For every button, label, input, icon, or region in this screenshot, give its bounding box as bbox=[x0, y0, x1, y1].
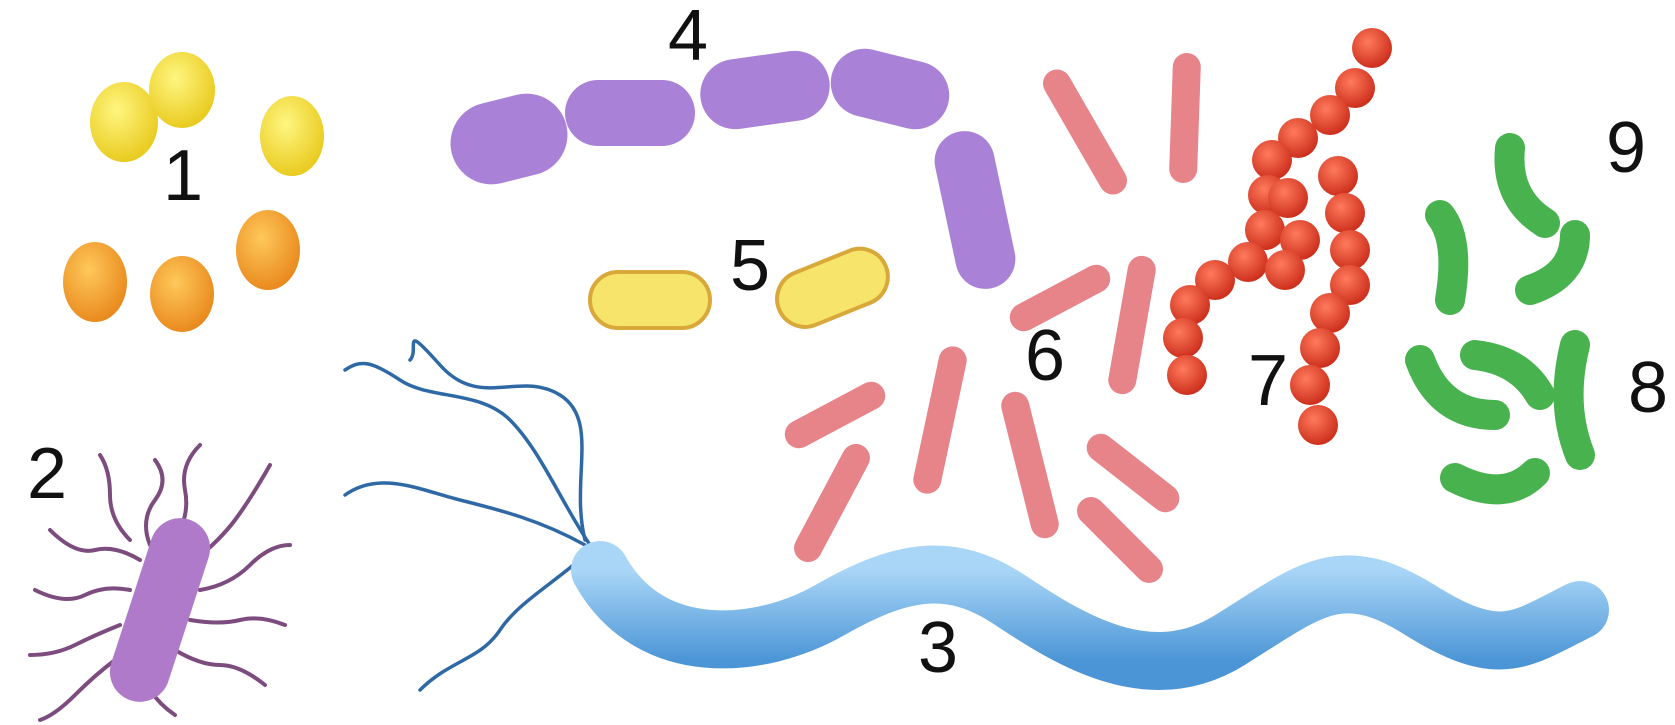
bacillus-body bbox=[102, 510, 218, 709]
coccus-cell bbox=[236, 210, 300, 290]
rod-cell bbox=[1169, 53, 1202, 184]
vibrio-cell bbox=[1509, 148, 1545, 223]
vibrio-cell bbox=[1455, 473, 1535, 489]
label-2: 2 bbox=[27, 434, 67, 514]
coccus-cell bbox=[90, 82, 158, 162]
label-6: 6 bbox=[1025, 316, 1065, 396]
vibrio-cell bbox=[1569, 345, 1580, 455]
chain-segment bbox=[565, 80, 695, 146]
coccus-cell bbox=[260, 96, 324, 176]
chain-segment bbox=[442, 85, 576, 193]
flagellum bbox=[345, 483, 585, 545]
coccus-cell bbox=[150, 256, 214, 332]
spirochete-body bbox=[600, 570, 1580, 661]
chain-segment bbox=[696, 46, 834, 133]
label-7: 7 bbox=[1248, 341, 1288, 421]
flagellum bbox=[190, 618, 285, 625]
rod-cell bbox=[780, 377, 890, 453]
bacillus-cell bbox=[590, 272, 710, 328]
flagellum bbox=[30, 625, 120, 655]
vibrio-group bbox=[1420, 148, 1580, 489]
rod-cell bbox=[1038, 64, 1132, 199]
vibrio-cell bbox=[1475, 355, 1540, 395]
label-3: 3 bbox=[918, 608, 958, 688]
flagellum bbox=[35, 588, 130, 599]
flagellum bbox=[40, 660, 115, 720]
label-4: 4 bbox=[668, 0, 708, 76]
chain-segment bbox=[824, 41, 957, 136]
flagellum bbox=[200, 545, 290, 590]
scattered-rods bbox=[780, 53, 1201, 589]
flagellum bbox=[175, 650, 265, 685]
label-9: 9 bbox=[1606, 108, 1646, 188]
coccus-cell bbox=[149, 52, 215, 128]
bacillus-cell bbox=[769, 240, 897, 335]
spirochete-flagella bbox=[345, 341, 590, 690]
rod-cell bbox=[1106, 254, 1158, 397]
rod-cell bbox=[789, 439, 875, 567]
flagellum bbox=[420, 550, 590, 690]
rod-cell bbox=[998, 389, 1061, 541]
label-8: 8 bbox=[1628, 348, 1668, 428]
label-5: 5 bbox=[730, 226, 770, 306]
rod-cell bbox=[911, 344, 970, 497]
vibrio-cell bbox=[1530, 235, 1575, 290]
label-1: 1 bbox=[163, 136, 203, 216]
coccus-cell bbox=[63, 242, 127, 322]
chain-segment bbox=[929, 126, 1021, 295]
flagellum bbox=[100, 455, 130, 540]
vibrio-cell bbox=[1440, 215, 1453, 300]
